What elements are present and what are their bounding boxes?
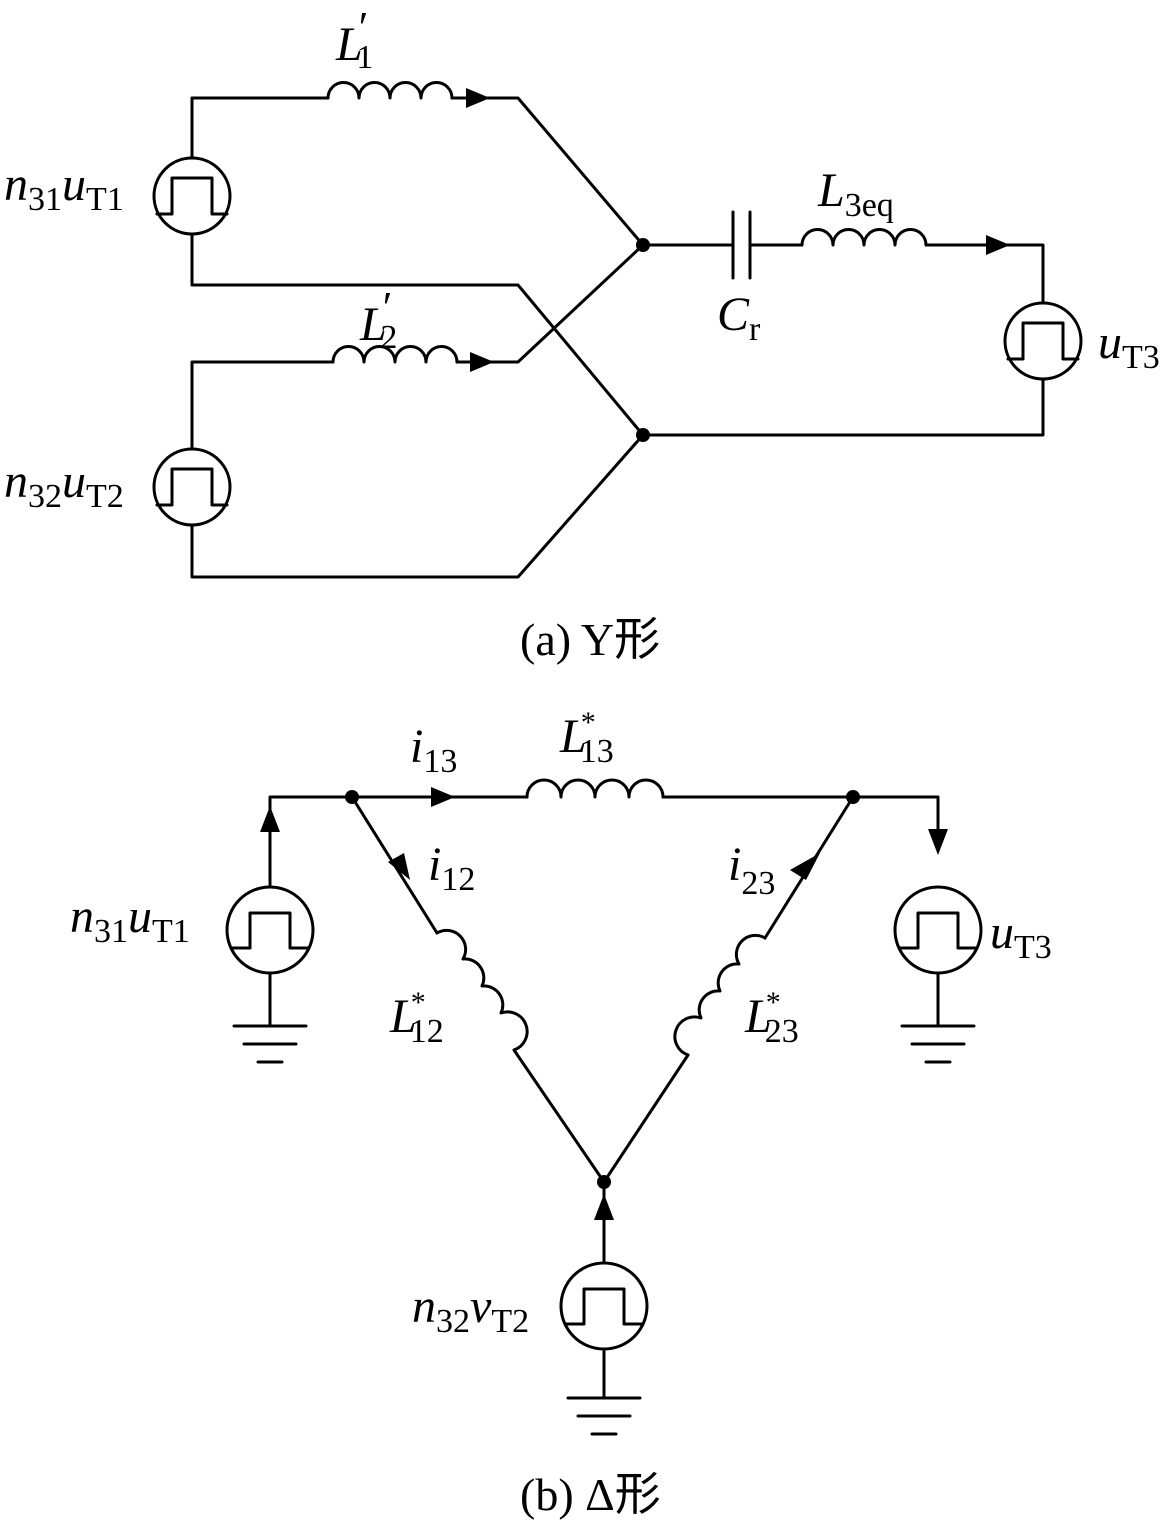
current-arrow-l3 [986,235,1010,255]
label-i23: i23 [728,838,775,902]
label-cr: Cr [717,288,761,348]
ground-b3 [900,1024,976,1064]
label-source-2: n32uT2 [4,455,124,515]
current-arrow-i12 [388,853,410,880]
inductor-l1 [326,81,454,100]
current-arrow-i13 [431,787,455,807]
pulse-source-b2 [559,1261,649,1351]
label-source-3: uT3 [1098,316,1160,376]
arrow-source-3 [928,829,948,855]
label-l13: L*13 [559,706,614,770]
inductor-l13 [525,778,665,799]
arrow-source-1 [260,806,280,832]
inductor-l12 [435,928,529,1052]
label-l1: L′1 [335,3,373,76]
arrow-source-2 [594,1194,614,1220]
capacitor-cr [731,210,752,280]
label-i12: i12 [428,838,475,898]
label-l23: L*23 [744,986,799,1050]
label-l12: L*12 [389,986,444,1050]
label-source-1: n31uT1 [4,158,124,218]
inductor-l2 [331,345,459,364]
label-source-b2: n32vT2 [412,1280,529,1340]
pulse-source-b3 [893,885,983,975]
pulse-source-3 [1003,301,1083,381]
ground-b1 [232,1024,308,1064]
label-l2: L′2 [359,283,397,356]
caption-a: (a) Y形 [520,614,660,665]
label-i13: i13 [410,720,457,780]
current-arrow-i23 [790,853,820,880]
current-arrow-l2 [470,352,494,372]
label-l3eq: L3eq [817,164,894,224]
current-arrow-l1 [466,88,490,108]
inductor-l23 [673,933,767,1057]
ground-b2 [566,1396,642,1436]
panel-b-delta: L*13 i13 i12 i23 L*12 L*23 n31uT1 uT3 n3… [70,706,1052,1520]
panel-a-wye: L′1 L′2 L3eq Cr n31uT1 n32uT2 uT3 (a) Y形 [4,3,1160,665]
label-source-b3: uT3 [990,906,1052,966]
pulse-source-b1 [225,885,315,975]
caption-b: (b) Δ形 [520,1469,661,1520]
inductor-l3eq [800,228,928,247]
pulse-source-1 [152,156,232,236]
label-source-b1: n31uT1 [70,890,190,950]
pulse-source-2 [152,447,232,527]
